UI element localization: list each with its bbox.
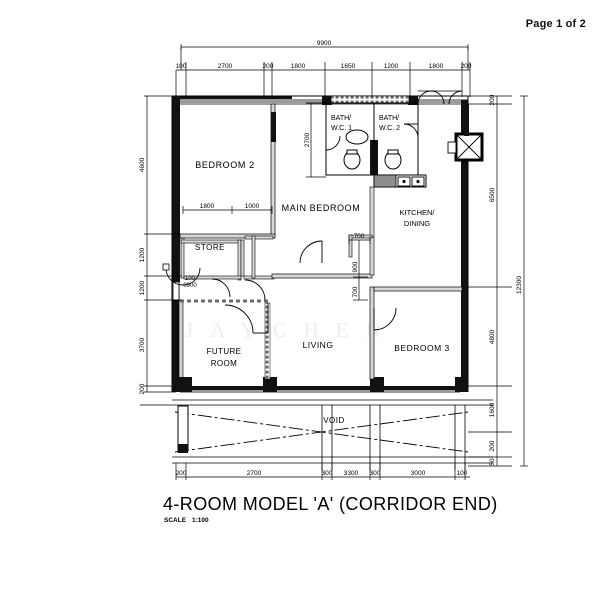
dim-left-0: 4600	[139, 157, 146, 172]
dim-top-4: 1650	[341, 63, 356, 70]
dim-top-7: 200	[461, 63, 472, 70]
room-label-living: LIVING	[303, 340, 334, 350]
room-label-void: VOID	[323, 416, 345, 425]
room-label-bedroom-2: BEDROOM 2	[195, 160, 254, 170]
dim-kitchen-700b: 700	[352, 286, 359, 297]
dim-right-0: 200	[489, 94, 496, 105]
dim-right-2: 4800	[489, 329, 496, 344]
dim-door-100: 100	[185, 276, 196, 282]
room-label-bath-wc-2-line2: W.C. 2	[379, 125, 400, 132]
room-label-bath-wc-1-line1: BATH/	[331, 115, 351, 122]
plan-title: 4-ROOM MODEL 'A' (CORRIDOR END)	[163, 494, 498, 514]
room-label-future-line2: ROOM	[211, 359, 238, 368]
dim-bottom-4: 300	[370, 470, 381, 477]
dim-left-4: 200	[139, 383, 146, 394]
dim-store-gap: 1000	[245, 203, 260, 210]
room-label-bath-wc-2-line1: BATH/	[379, 115, 399, 122]
dim-top-3: 1800	[291, 63, 306, 70]
dim-top-5: 1200	[384, 63, 399, 70]
dim-left-1: 1200	[139, 247, 146, 262]
dim-door-900: 0900	[183, 283, 197, 289]
room-label-kitchen-line2: DINING	[404, 219, 430, 228]
room-label-future-line1: FUTURE	[207, 347, 242, 356]
room-label-store: STORE	[195, 243, 225, 252]
dim-top-overall: 9900	[317, 40, 332, 47]
dim-left-3: 3700	[139, 337, 146, 352]
dim-bottom-2: 300	[322, 470, 333, 477]
dim-kitchen-900: 900	[352, 261, 359, 272]
scale-label: SCALE	[164, 517, 187, 524]
dim-right-3: 1600	[489, 402, 496, 417]
scale-value: 1:100	[192, 517, 209, 524]
room-label-kitchen-line1: KITCHEN/	[399, 208, 435, 217]
page-indicator: Page 1 of 2	[525, 18, 586, 30]
dim-left-2: 1200	[139, 280, 146, 295]
dim-top-2: 200	[263, 63, 274, 70]
dim-right-1: 6500	[489, 187, 496, 202]
dim-store-width: 1800	[200, 203, 215, 210]
dim-bottom-5: 3000	[411, 470, 426, 477]
dim-right-overall: 12300	[516, 276, 523, 294]
dim-top-0: 100	[176, 63, 187, 70]
room-label-bedroom-3: BEDROOM 3	[394, 343, 450, 353]
dim-bottom-3: 3300	[344, 470, 359, 477]
dim-kitchen-700: 700	[354, 233, 365, 240]
room-label-main-bedroom: MAIN BEDROOM	[282, 203, 361, 213]
dim-right-4: 200	[489, 440, 496, 451]
dim-top-6: 1800	[429, 63, 444, 70]
dim-bottom-1: 2700	[247, 470, 262, 477]
dim-bath-depth: 2700	[304, 132, 311, 147]
dim-right-5: 50	[489, 458, 496, 466]
dim-top-1: 2700	[218, 63, 233, 70]
dim-bottom-0: 200	[176, 470, 187, 477]
dim-bottom-6: 100	[457, 470, 468, 477]
room-label-bath-wc-1-line2: W.C. 1	[331, 125, 352, 132]
